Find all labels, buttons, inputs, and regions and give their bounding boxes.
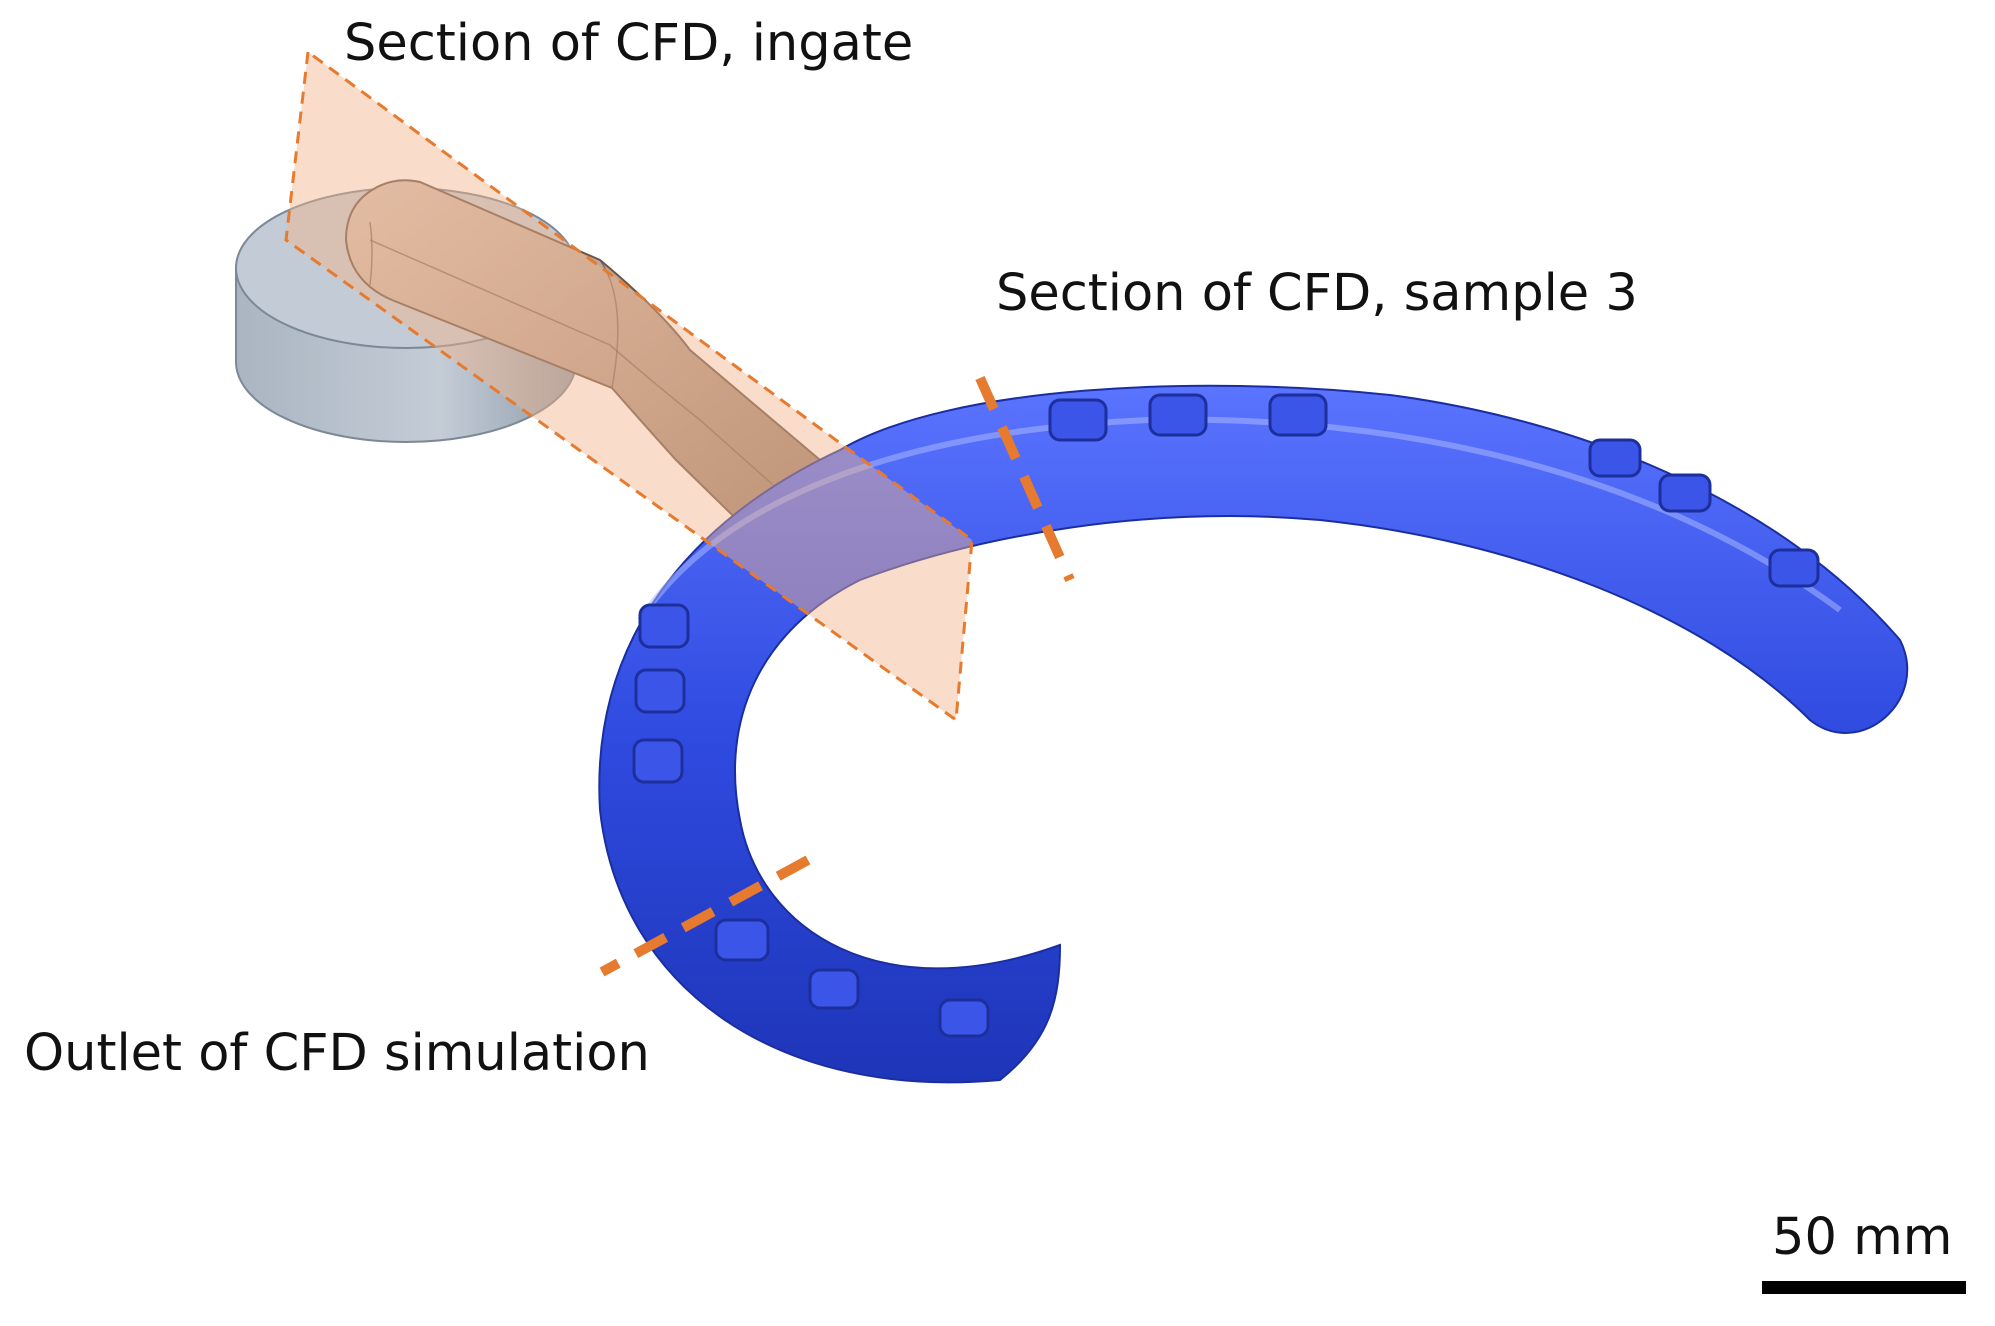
sample3-section-marker	[975, 375, 1075, 583]
sample3-section-label: Section of CFD, sample 3	[996, 264, 1638, 323]
scale-bar	[1762, 1281, 1966, 1294]
ingate-section-label: Section of CFD, ingate	[344, 14, 914, 73]
outlet-section-marker	[599, 855, 811, 977]
ring-pockets	[632, 393, 1820, 1038]
outlet-label: Outlet of CFD simulation	[24, 1024, 650, 1083]
scale-bar-label: 50 mm	[1772, 1208, 1953, 1267]
ingate-section-plane	[284, 49, 974, 723]
